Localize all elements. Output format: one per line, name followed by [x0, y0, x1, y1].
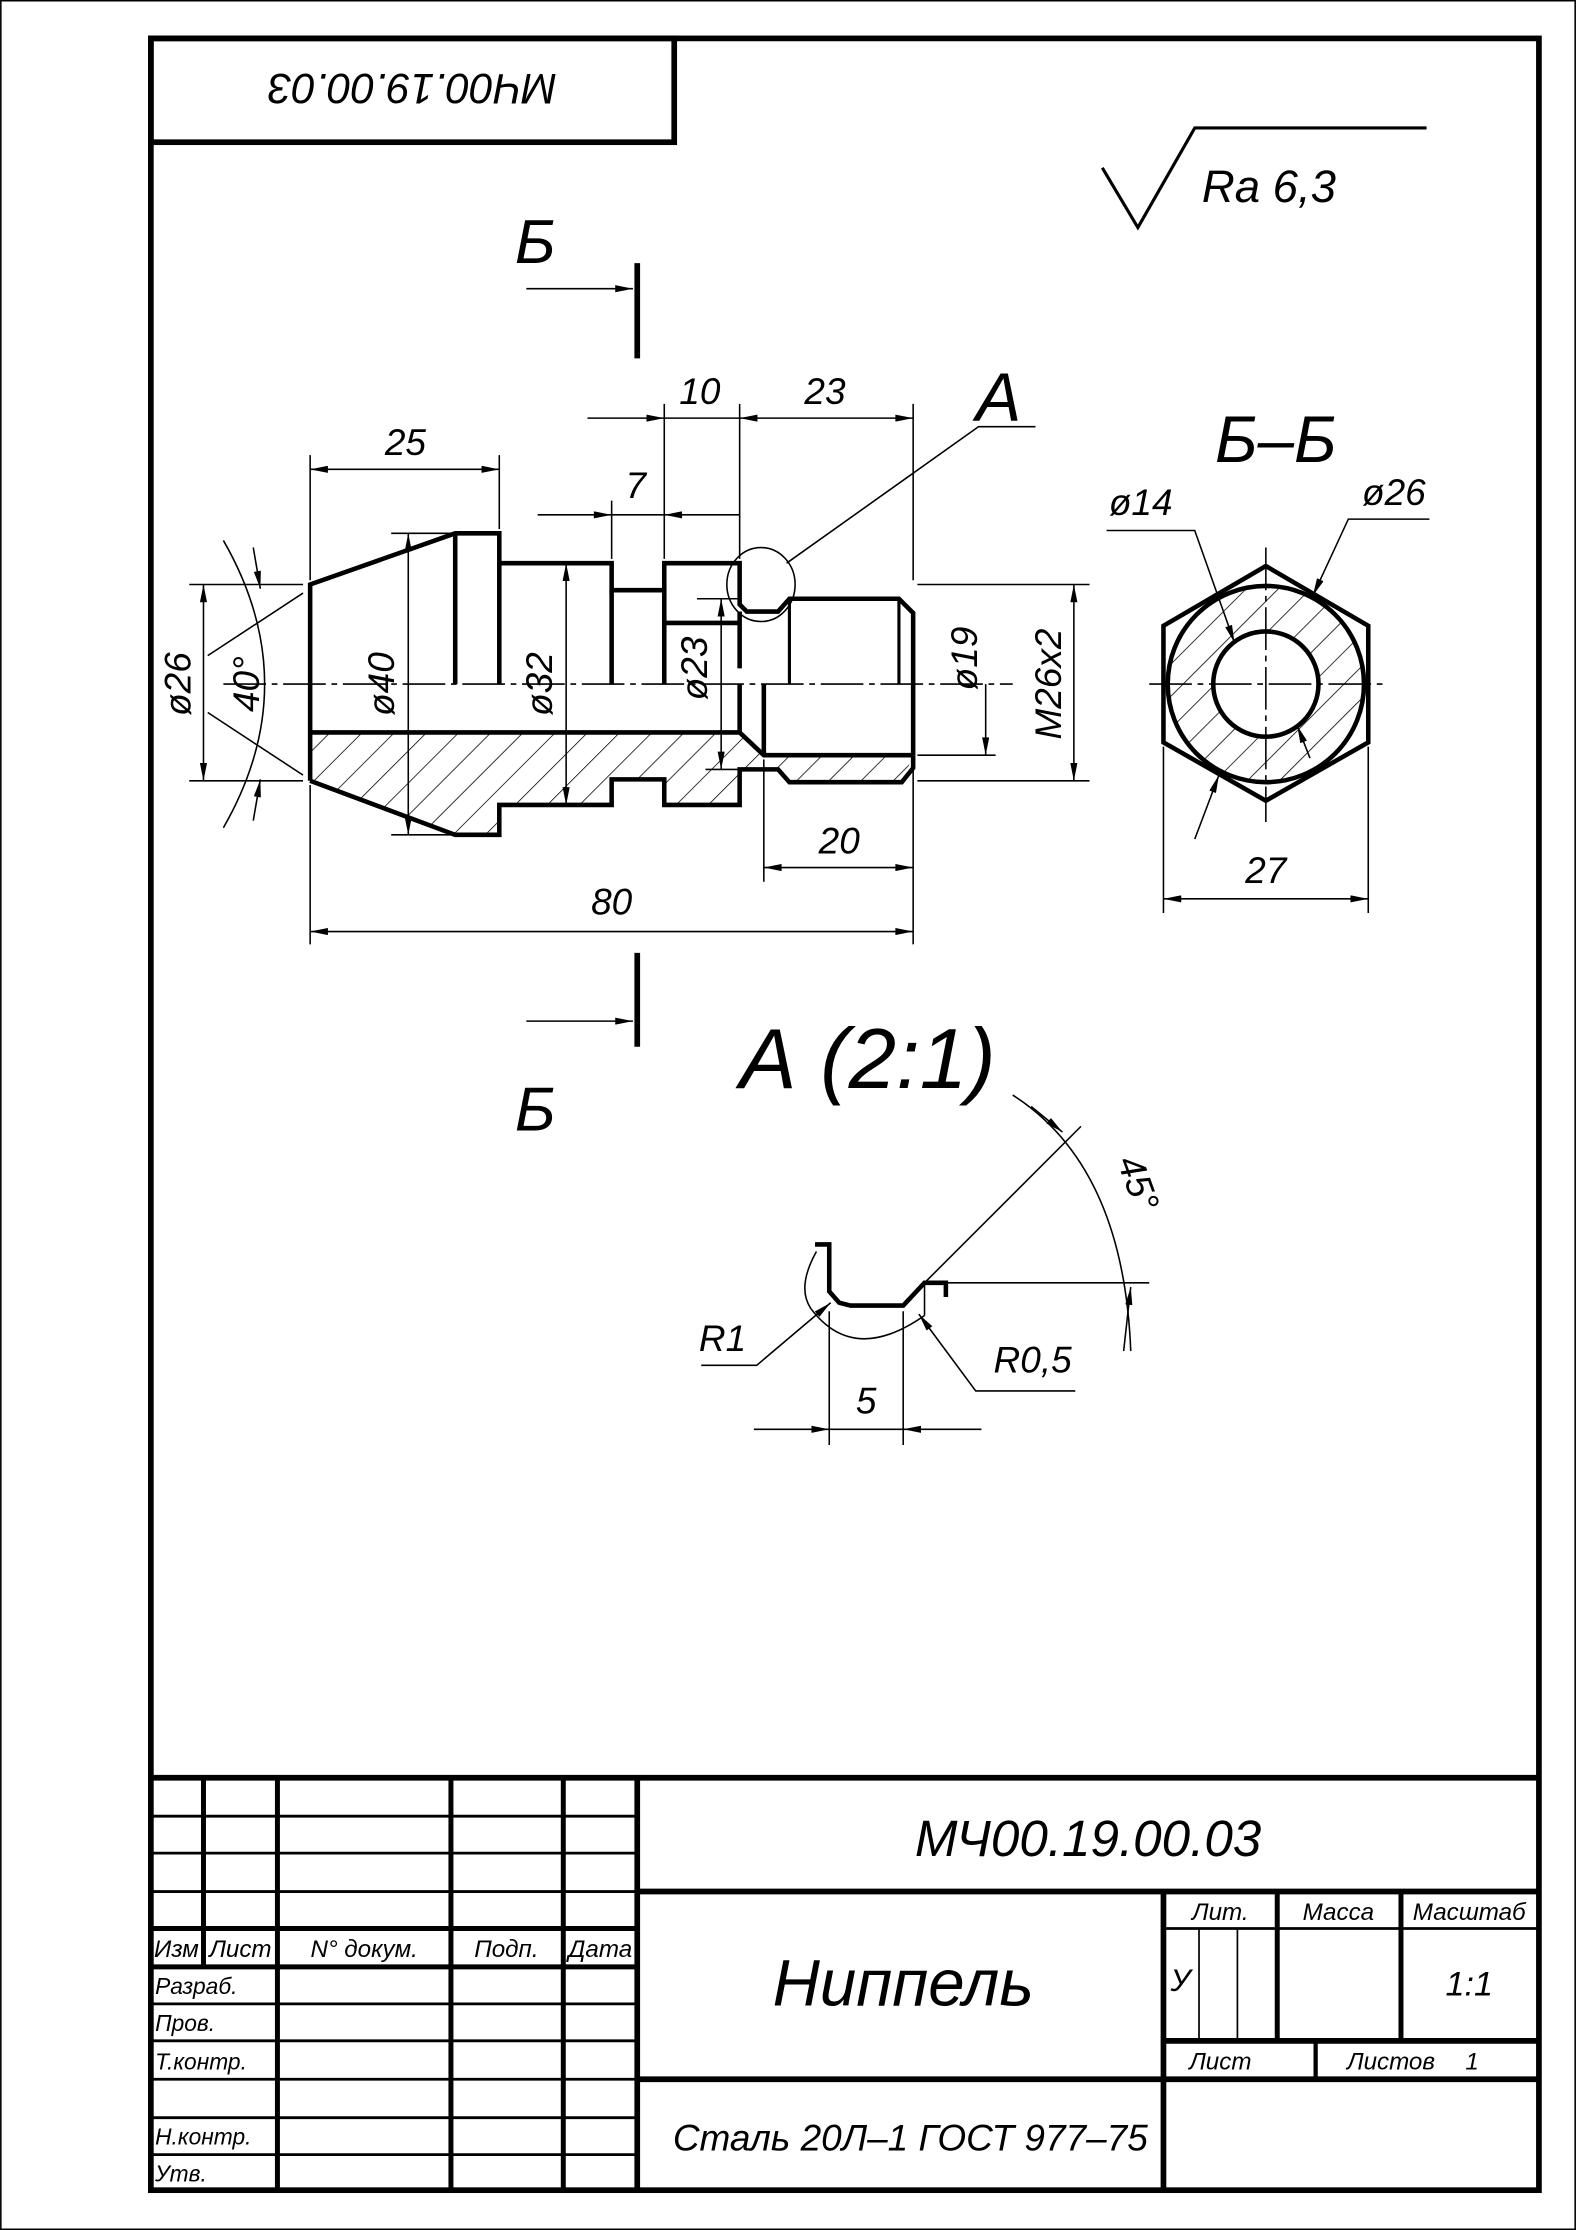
dim-23: 23 — [803, 371, 846, 412]
dim-7: 7 — [626, 465, 648, 506]
header-sign: Подп. — [474, 1936, 538, 1963]
section-letter-bottom: Б — [515, 1075, 556, 1145]
dim-80: 80 — [591, 881, 633, 922]
sheets-label: Листов — [1345, 2048, 1435, 2075]
stamp-code: МЧ00.19.00.03 — [268, 64, 557, 112]
role-checker: Пров. — [155, 2010, 215, 2036]
scale-value: 1:1 — [1446, 1965, 1493, 2003]
lit-label: Лит. — [1190, 1899, 1249, 1926]
dim-25: 25 — [384, 422, 427, 463]
role-tech-control: Т.контр. — [155, 2048, 247, 2074]
section-marker-bottom: Б — [515, 952, 641, 1145]
role-norm-control: Н.контр. — [155, 2124, 251, 2150]
roughness-label: Ra 6,3 — [1202, 161, 1336, 212]
rotated-stamp: МЧ00.19.00.03 — [148, 35, 678, 146]
main-view-part — [223, 531, 1013, 838]
drawing-code: МЧ00.19.00.03 — [915, 1810, 1262, 1867]
section-dim-dia26: ø26 — [1362, 472, 1426, 513]
drawing-frame — [148, 35, 1542, 2194]
material: Сталь 20Л–1 ГОСТ 977–75 — [673, 2117, 1148, 2158]
detail-dim-r1: R1 — [699, 1318, 746, 1359]
section-dim-dia14: ø14 — [1109, 482, 1173, 523]
dim-dia40: ø40 — [361, 652, 402, 716]
dim-10: 10 — [679, 371, 721, 412]
dim-20: 20 — [818, 820, 861, 861]
main-view-dimensions: 25 10 23 7 80 20 ø26 40° ø40 ø32 — [158, 360, 1090, 945]
header-doc: N° докум. — [311, 1936, 418, 1963]
detail-marker-label: А — [972, 360, 1022, 436]
section-title: Б–Б — [1215, 403, 1337, 476]
mass-label: Масса — [1303, 1899, 1374, 1926]
dim-angle40: 40° — [226, 656, 267, 712]
dim-dia19: ø19 — [944, 627, 985, 691]
section-dim-27: 27 — [1244, 850, 1288, 891]
detail-title: А (2:1) — [735, 1012, 996, 1107]
sheet-label: Лист — [1187, 2048, 1251, 2075]
part-name: Ниппель — [773, 1946, 1034, 2019]
detail-dim-r05: R0,5 — [994, 1339, 1073, 1380]
header-date: Дата — [565, 1936, 632, 1963]
dim-dia32: ø32 — [519, 652, 560, 716]
section-marker-top: Б — [515, 207, 641, 359]
role-developer: Разраб. — [155, 1973, 237, 1999]
dim-dia23: ø23 — [674, 636, 715, 700]
detail-dim-5: 5 — [856, 1381, 877, 1422]
detail-view: А (2:1) 45° R1 R0,5 5 — [699, 1012, 1167, 1445]
title-block: Изм Лист N° докум. Подп. Дата Разраб. Пр… — [150, 1774, 1539, 2191]
roughness-symbol: Ra 6,3 — [1100, 126, 1427, 231]
sheets-value: 1 — [1465, 2048, 1478, 2075]
section-view: Б–Б ø14 ø26 27 — [1106, 403, 1430, 914]
dim-dia26: ø26 — [158, 652, 199, 716]
role-approver: Утв. — [154, 2161, 207, 2187]
section-letter-top: Б — [515, 207, 556, 277]
detail-dim-angle45: 45° — [1109, 1150, 1167, 1217]
header-izm: Изм — [154, 1936, 199, 1963]
header-list: Лист — [207, 1936, 271, 1963]
scale-label: Масштаб — [1413, 1899, 1527, 1926]
dim-thread: M26x2 — [1028, 628, 1069, 739]
lit-value: У — [1170, 1963, 1194, 1998]
